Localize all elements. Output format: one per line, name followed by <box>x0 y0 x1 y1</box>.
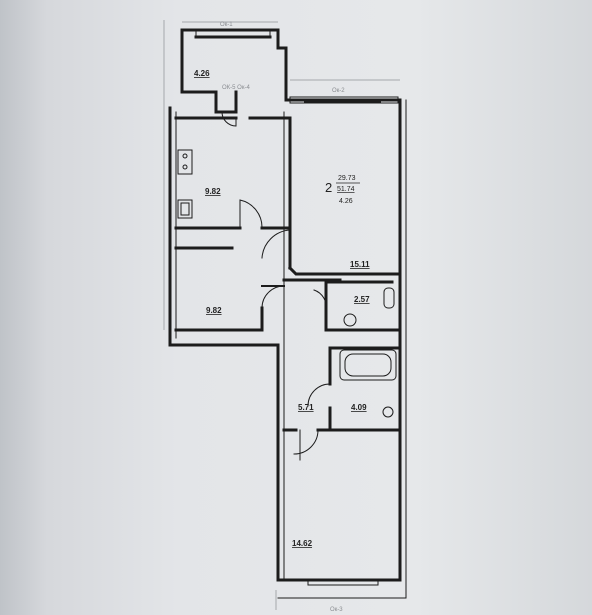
rooms-count: 2 <box>325 180 332 195</box>
washbasin-icon <box>382 406 394 418</box>
loggia-area: 4.26 <box>194 69 210 78</box>
outer-walls <box>168 98 402 582</box>
bathroom-area: 4.09 <box>351 403 367 412</box>
room1-walls <box>174 246 264 332</box>
loggia-summary: 4.26 <box>339 198 353 205</box>
kitchen-door <box>221 111 237 127</box>
toilet-walls <box>324 280 402 332</box>
window-bottom <box>307 579 379 586</box>
kitchen-area: 9.82 <box>205 187 221 196</box>
window-mark-living: Ок-2 <box>332 88 345 94</box>
toilet-area: 2.57 <box>354 295 370 304</box>
bedroom-area: 14.62 <box>292 539 313 548</box>
total-area: 29.73 <box>338 175 356 182</box>
toilet-icon <box>383 287 395 309</box>
living-walls <box>282 265 402 282</box>
room1-area: 9.82 <box>206 306 222 315</box>
living-area: 51.74 <box>337 186 355 193</box>
stove-icon <box>177 149 193 175</box>
window-mark-bottom: Ок-3 <box>330 607 343 613</box>
kitchen-walls <box>174 116 292 270</box>
window-mark-top: Ок-1 <box>220 22 233 28</box>
corridor-area: 5.71 <box>298 403 314 412</box>
window-mark-loggia: ОК-5 Ок-4 <box>222 85 250 91</box>
living-room-area: 15.11 <box>350 260 370 269</box>
sink-icon <box>177 199 193 219</box>
loggia-walls <box>180 28 288 114</box>
basin-icon <box>343 313 357 327</box>
bathtub-icon <box>339 349 397 381</box>
